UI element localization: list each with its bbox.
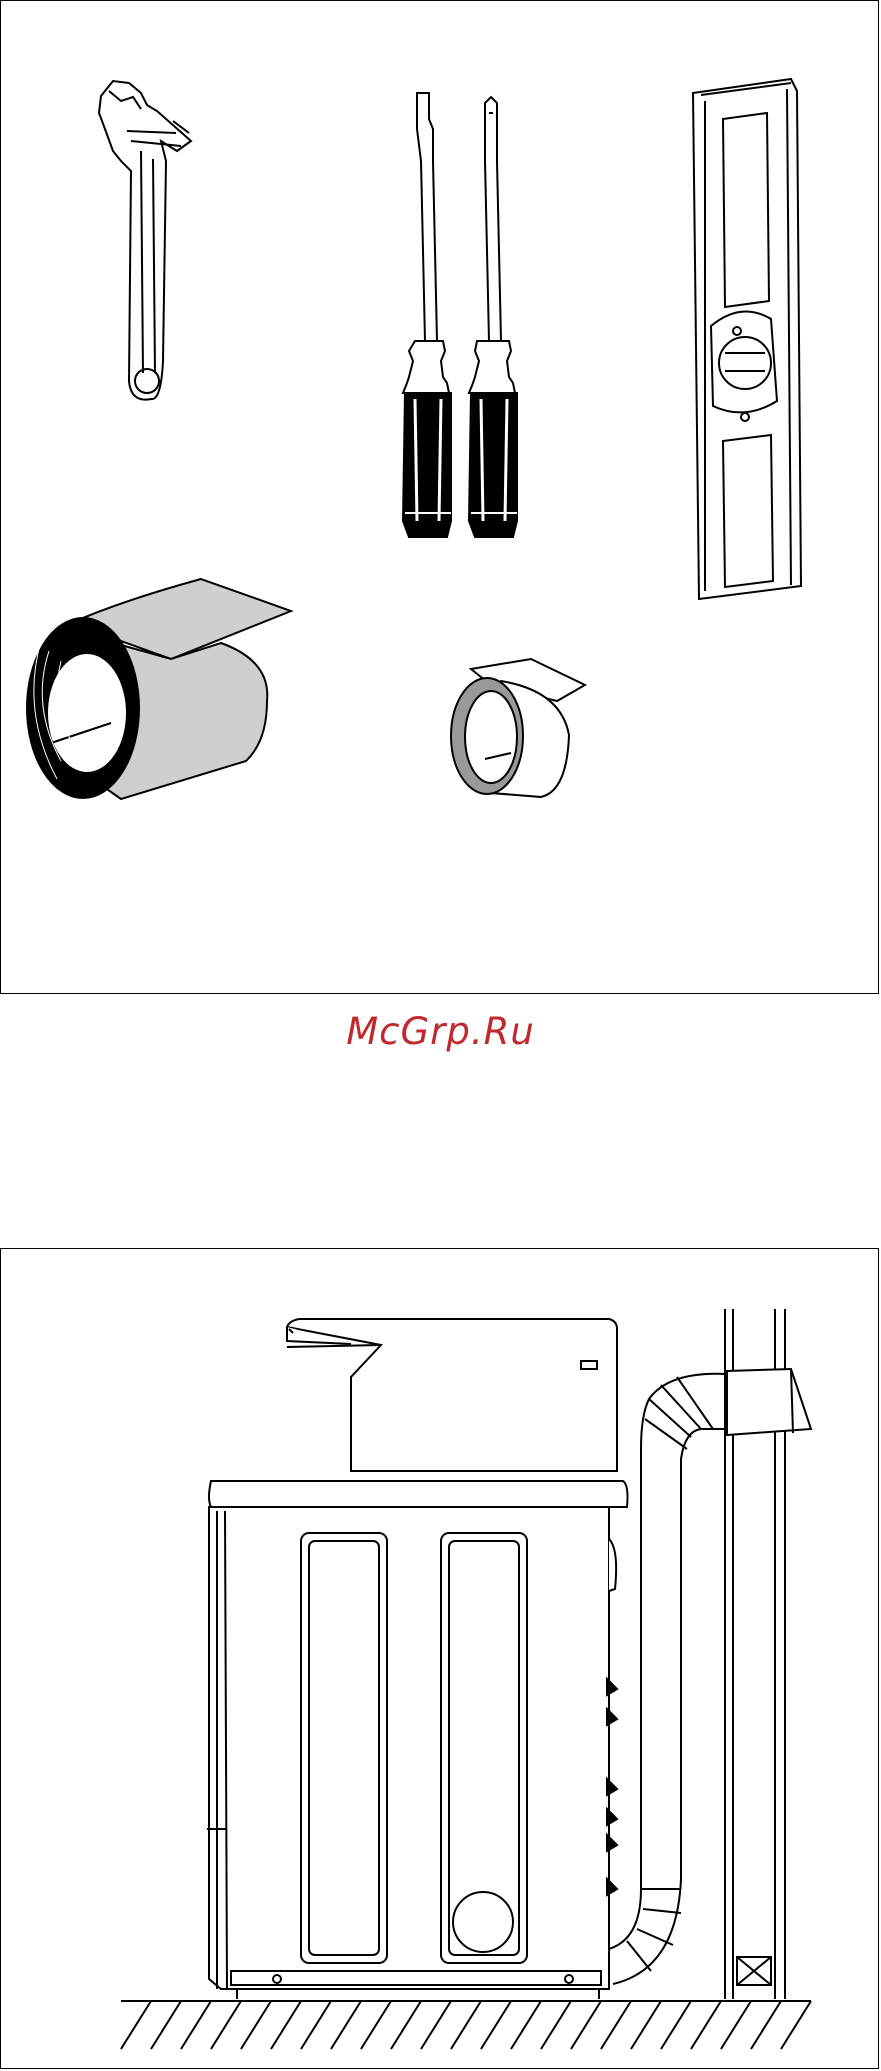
- wall-vent-hood-icon: [727, 1369, 811, 1435]
- tools-illustration: [1, 1, 880, 995]
- flat-screwdriver-icon: [403, 93, 451, 537]
- watermark-text: McGrp.Ru: [0, 1010, 881, 1053]
- small-tape-roll-icon: [451, 659, 585, 797]
- tools-illustration-panel: [0, 0, 879, 994]
- large-duct-tape-roll-icon: [27, 579, 291, 799]
- phillips-screwdriver-icon: [469, 97, 517, 537]
- dryer-installation-illustration: [1, 1249, 880, 2070]
- spirit-level-icon: [693, 79, 801, 599]
- floor-icon: [121, 2001, 811, 2049]
- dryer-icon: [207, 1319, 628, 1999]
- adjustable-wrench-icon: [99, 81, 191, 400]
- dryer-installation-panel: [0, 1248, 879, 2069]
- exhaust-duct-icon: [609, 1374, 727, 1984]
